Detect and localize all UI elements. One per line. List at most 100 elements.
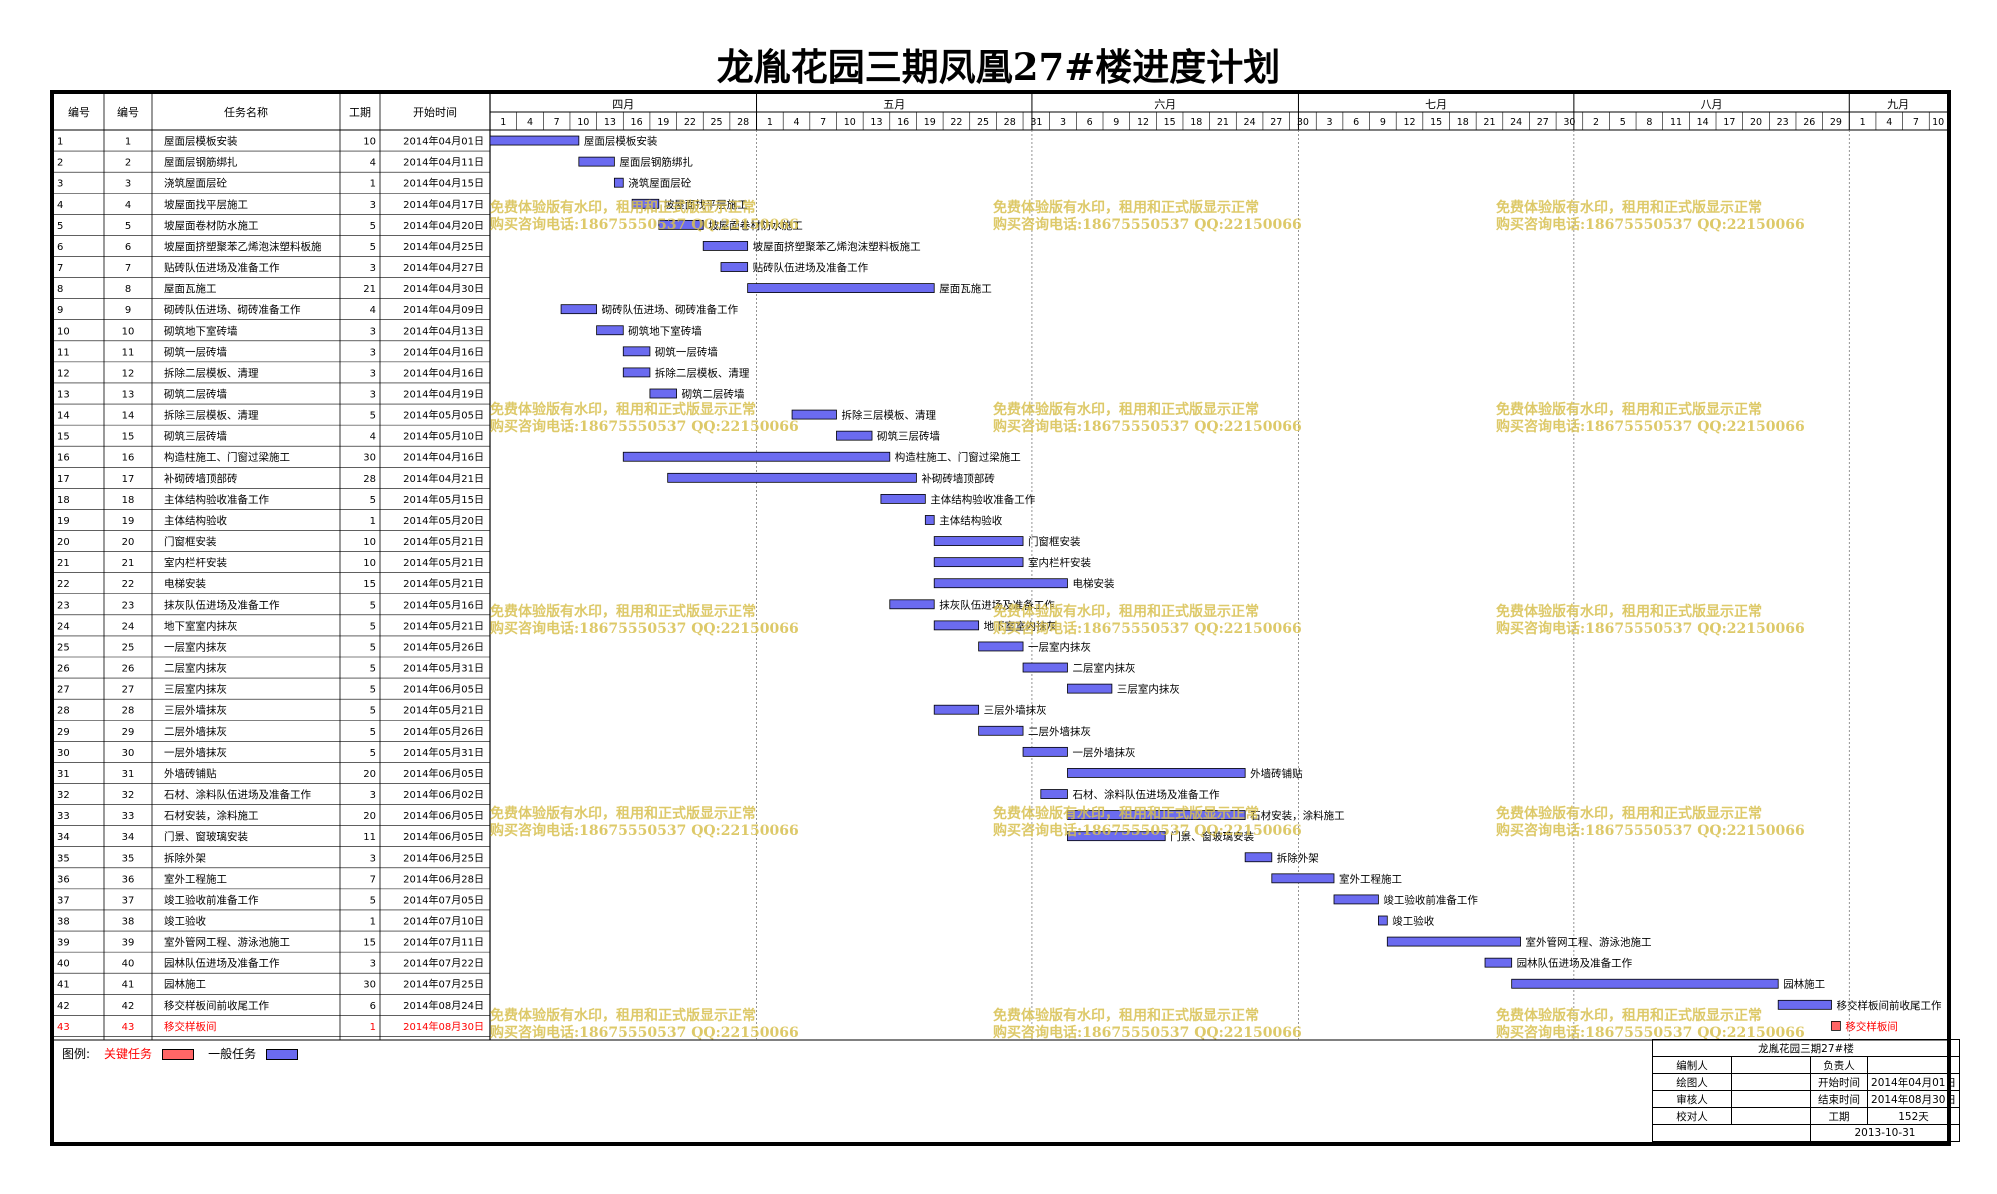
task-duration: 21	[363, 284, 376, 295]
task-start: 2014年06月25日	[403, 851, 484, 864]
task-id: 18	[57, 495, 70, 506]
task-start: 2014年04月20日	[403, 219, 484, 232]
day-tick-label: 30	[1563, 117, 1575, 128]
task-bar	[1067, 831, 1166, 842]
task-bar-label: 主体结构验收准备工作	[930, 493, 1035, 506]
task-no: 14	[122, 411, 135, 422]
task-start: 2014年05月15日	[403, 493, 484, 506]
task-start: 2014年04月15日	[403, 177, 484, 190]
day-tick-label: 13	[604, 117, 616, 128]
day-tick-label: 27	[1537, 117, 1549, 128]
task-name: 坡屋面挤塑聚苯乙烯泡沫塑料板施	[164, 240, 322, 253]
task-start: 2014年05月31日	[403, 746, 484, 759]
task-bar-label: 拆除外架	[1277, 851, 1319, 864]
task-name: 坡屋面卷材防水施工	[164, 219, 259, 232]
task-duration: 5	[370, 727, 376, 738]
task-id: 4	[57, 200, 63, 211]
day-tick-label: 20	[1750, 117, 1762, 128]
task-duration: 1	[370, 516, 376, 527]
task-id: 22	[57, 579, 70, 590]
task-bar	[667, 472, 917, 483]
task-bar-label: 地下室室内抹灰	[984, 619, 1058, 632]
day-tick-label: 12	[1137, 117, 1149, 128]
task-start: 2014年06月05日	[403, 809, 484, 822]
task-name: 抹灰队伍进场及准备工作	[164, 598, 280, 611]
task-start: 2014年05月20日	[403, 514, 484, 527]
task-bar-label: 构造柱施工、门窗过梁施工	[895, 451, 1021, 464]
task-bar-label: 二层室内抹灰	[1072, 662, 1135, 675]
task-duration: 5	[370, 411, 376, 422]
task-no: 20	[122, 537, 135, 548]
day-tick-label: 28	[1004, 117, 1016, 128]
task-no: 31	[122, 769, 135, 780]
task-duration: 5	[370, 242, 376, 253]
task-id: 30	[57, 748, 70, 759]
day-tick-label: 7	[554, 117, 560, 128]
task-no: 11	[122, 347, 135, 358]
task-bar-label: 屋面层模板安装	[584, 135, 658, 148]
info-project: 龙胤花园三期27#楼	[1652, 1039, 1960, 1057]
task-no: 37	[122, 895, 135, 906]
task-bar-label: 坡屋面找平层施工	[664, 198, 748, 211]
task-name: 补砌砖墙顶部砖	[164, 472, 238, 485]
day-tick-label: 15	[1164, 117, 1176, 128]
info-drawer-value	[1731, 1073, 1811, 1091]
task-id: 13	[57, 390, 70, 401]
task-no: 30	[122, 748, 135, 759]
task-name: 砌筑一层砖墙	[164, 345, 227, 358]
month-label: 五月	[883, 98, 905, 111]
task-start: 2014年05月21日	[403, 619, 484, 632]
task-bar	[578, 156, 615, 167]
task-no: 22	[122, 579, 135, 590]
task-id: 6	[57, 242, 63, 253]
info-duration-label: 工期	[1810, 1107, 1868, 1125]
task-id: 20	[57, 537, 70, 548]
task-duration: 5	[370, 685, 376, 696]
info-block: 龙胤花园三期27#楼 编制人 负责人 绘图人 开始时间 2014年04月01日 …	[1652, 1039, 1960, 1142]
legend: 图例: 关键任务 一般任务	[62, 1046, 312, 1062]
task-duration: 5	[370, 621, 376, 632]
task-bar-label: 三层外墙抹灰	[984, 704, 1047, 717]
task-name: 竣工验收	[164, 915, 206, 928]
day-tick-label: 8	[1646, 117, 1652, 128]
task-duration: 5	[370, 895, 376, 906]
task-duration: 4	[370, 432, 376, 443]
task-id: 38	[57, 917, 70, 928]
task-duration: 3	[370, 326, 376, 337]
task-duration: 28	[363, 474, 376, 485]
task-start: 2014年05月21日	[403, 704, 484, 717]
task-start: 2014年07月11日	[403, 936, 484, 949]
day-tick-label: 19	[657, 117, 669, 128]
day-tick-label: 9	[1113, 117, 1119, 128]
task-duration: 5	[370, 221, 376, 232]
task-name: 二层外墙抹灰	[164, 725, 227, 738]
task-name: 砌筑三层砖墙	[164, 430, 227, 443]
task-duration: 3	[370, 390, 376, 401]
task-duration: 3	[370, 790, 376, 801]
info-duration-value: 152天	[1867, 1107, 1960, 1125]
task-name: 浇筑屋面层砼	[164, 177, 227, 190]
task-duration: 3	[370, 263, 376, 274]
task-name: 主体结构验收准备工作	[164, 493, 269, 506]
day-tick-label: 9	[1380, 117, 1386, 128]
task-bar-label: 坡屋面挤塑聚苯乙烯泡沫塑料板施工	[753, 240, 921, 253]
task-name: 坡屋面找平层施工	[164, 198, 248, 211]
task-bar	[889, 599, 935, 610]
task-bar	[1831, 1021, 1841, 1031]
legend-normal-swatch	[266, 1048, 299, 1060]
task-id: 33	[57, 811, 70, 822]
task-no: 3	[125, 179, 131, 190]
task-bar-label: 拆除二层模板、清理	[655, 366, 750, 379]
task-bar-label: 屋面瓦施工	[939, 282, 992, 295]
day-tick-label: 4	[793, 117, 799, 128]
task-start: 2014年05月05日	[403, 409, 484, 422]
task-bar-label: 贴砖队伍进场及准备工作	[753, 261, 869, 274]
task-start: 2014年04月13日	[403, 324, 484, 337]
task-duration: 30	[363, 980, 376, 991]
task-bar-label: 门景、窗玻璃安装	[1170, 830, 1254, 843]
task-start: 2014年04月01日	[403, 135, 484, 148]
day-tick-label: 22	[950, 117, 962, 128]
day-tick-label: 10	[844, 117, 856, 128]
task-name: 拆除外架	[164, 851, 206, 864]
day-tick-label: 4	[527, 117, 533, 128]
